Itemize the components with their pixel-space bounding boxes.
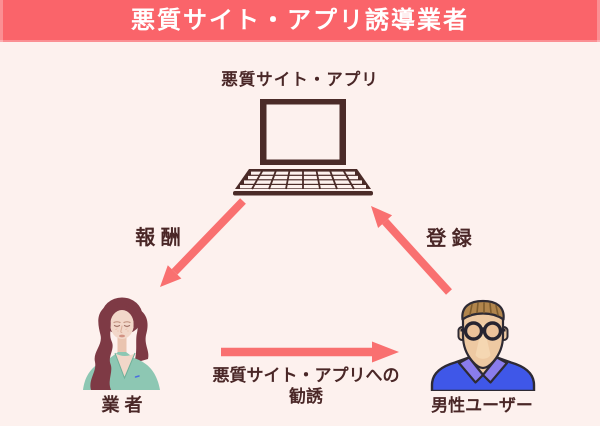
header-banner: 悪質サイト・アプリ誘導業者 xyxy=(0,0,600,42)
laptop-icon xyxy=(233,99,373,196)
invitation-edge-label: 悪質サイト・アプリへの 勧誘 xyxy=(186,365,426,407)
invitation-edge-label-line1: 悪質サイト・アプリへの xyxy=(212,366,400,385)
site-node-label: 悪質サイト・アプリ xyxy=(221,71,379,89)
male-user-node-label: 男性ユーザー xyxy=(431,396,533,415)
invitation-edge-label-line2: 勧誘 xyxy=(289,387,323,406)
invitation-arrow xyxy=(221,341,399,363)
man-avatar xyxy=(430,299,536,391)
reward-edge-label: 報 酬 xyxy=(135,227,181,249)
agent-node-label: 業 者 xyxy=(101,395,143,415)
woman-avatar xyxy=(83,297,160,390)
page-title: 悪質サイト・アプリ誘導業者 xyxy=(131,7,469,34)
registration-edge-label: 登 録 xyxy=(426,228,472,250)
